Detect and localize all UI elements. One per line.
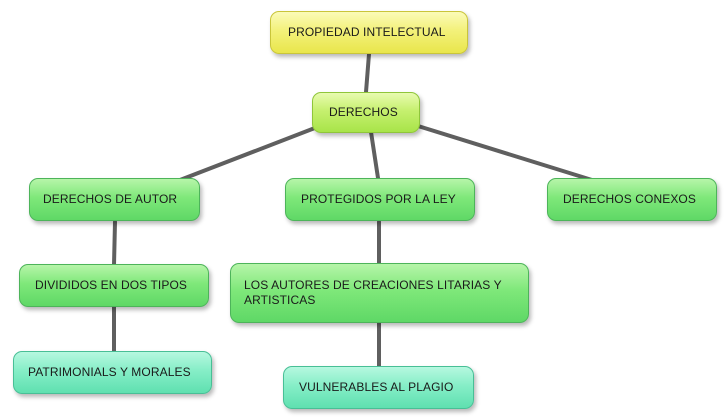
connector-derechos-autor: [178, 124, 322, 182]
node-patrimoniales-y-morales[interactable]: PATRIMONIALS Y MORALES: [13, 351, 212, 394]
node-derechos-de-autor-label: DERECHOS DE AUTOR: [43, 192, 178, 206]
node-derechos-conexos[interactable]: DERECHOS CONEXOS: [547, 178, 717, 221]
node-derechos[interactable]: DERECHOS: [312, 92, 420, 133]
node-derechos-label: DERECHOS: [329, 105, 398, 119]
node-los-autores[interactable]: LOS AUTORES DE CREACIONES LITARIAS Y ART…: [230, 263, 529, 323]
connector-autor-divididos: [112, 220, 117, 267]
node-protegidos-por-la-ley-label: PROTEGIDOS POR LA LEY: [301, 192, 456, 206]
node-derechos-conexos-label: DERECHOS CONEXOS: [563, 192, 696, 206]
node-propiedad-intelectual-label: PROPIEDAD INTELECTUAL: [288, 25, 446, 39]
connector-derechos-conexos: [416, 124, 594, 182]
node-vulnerables-al-plagio[interactable]: VULNERABLES AL PLAGIO: [283, 366, 474, 409]
node-propiedad-intelectual[interactable]: PROPIEDAD INTELECTUAL: [270, 11, 468, 54]
node-los-autores-label: LOS AUTORES DE CREACIONES LITARIAS Y ART…: [244, 278, 502, 307]
node-protegidos-por-la-ley[interactable]: PROTEGIDOS POR LA LEY: [285, 178, 475, 221]
node-vulnerables-al-plagio-label: VULNERABLES AL PLAGIO: [299, 380, 454, 394]
node-divididos-en-dos-tipos-label: DIVIDIDOS EN DOS TIPOS: [35, 278, 188, 292]
node-divididos-en-dos-tipos[interactable]: DIVIDIDOS EN DOS TIPOS: [19, 264, 209, 307]
connector-derechos-protegidos: [369, 130, 380, 180]
node-derechos-de-autor[interactable]: DERECHOS DE AUTOR: [29, 178, 200, 221]
connector-root-derechos: [364, 52, 371, 94]
node-patrimoniales-y-morales-label: PATRIMONIALS Y MORALES: [28, 365, 191, 379]
